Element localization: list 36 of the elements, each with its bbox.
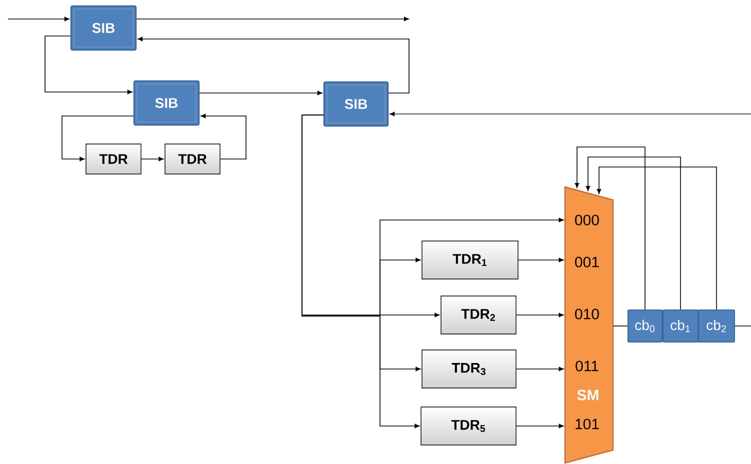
arrow (200, 114, 246, 160)
arrow (574, 146, 646, 310)
input-label: 101 (576, 418, 599, 430)
input-label: 010 (575, 308, 599, 320)
arrow (138, 36, 410, 94)
arrow (516, 312, 564, 318)
multiplexer-label: SM (577, 390, 598, 400)
arrow (302, 114, 420, 428)
arrow (516, 424, 564, 428)
register-box: TDR$_{1}$ (422, 240, 518, 280)
arrow (136, 16, 409, 22)
register-box: TDR (164, 144, 220, 174)
register-box: TDR (86, 144, 142, 174)
sib-box: SIB (70, 5, 137, 51)
sib-box: SIB (323, 81, 389, 127)
register-box: TDR$_{5}$ (420, 406, 516, 446)
arrow (44, 36, 132, 94)
input-label: 011 (576, 360, 598, 372)
input-label: 000 (575, 214, 599, 226)
arrow (516, 366, 564, 372)
control-bit-box: cb$_{1}$ (662, 310, 698, 342)
arrow (62, 116, 134, 162)
arrow (8, 16, 70, 22)
input-label: 001 (575, 256, 599, 268)
arrow (596, 166, 717, 310)
arrow (140, 156, 164, 162)
arrow (586, 156, 681, 310)
arrow (518, 258, 564, 262)
control-bit-box: cb$_{0}$ (628, 310, 662, 342)
arrow (390, 112, 751, 116)
register-box: TDR$_{3}$ (422, 350, 516, 388)
arrow (199, 90, 322, 96)
control-bit-box: cb$_{2}$ (698, 310, 735, 342)
register-box: TDR$_{2}$ (440, 296, 516, 334)
multiplexer (564, 186, 614, 464)
sib-box: SIB (133, 80, 200, 126)
